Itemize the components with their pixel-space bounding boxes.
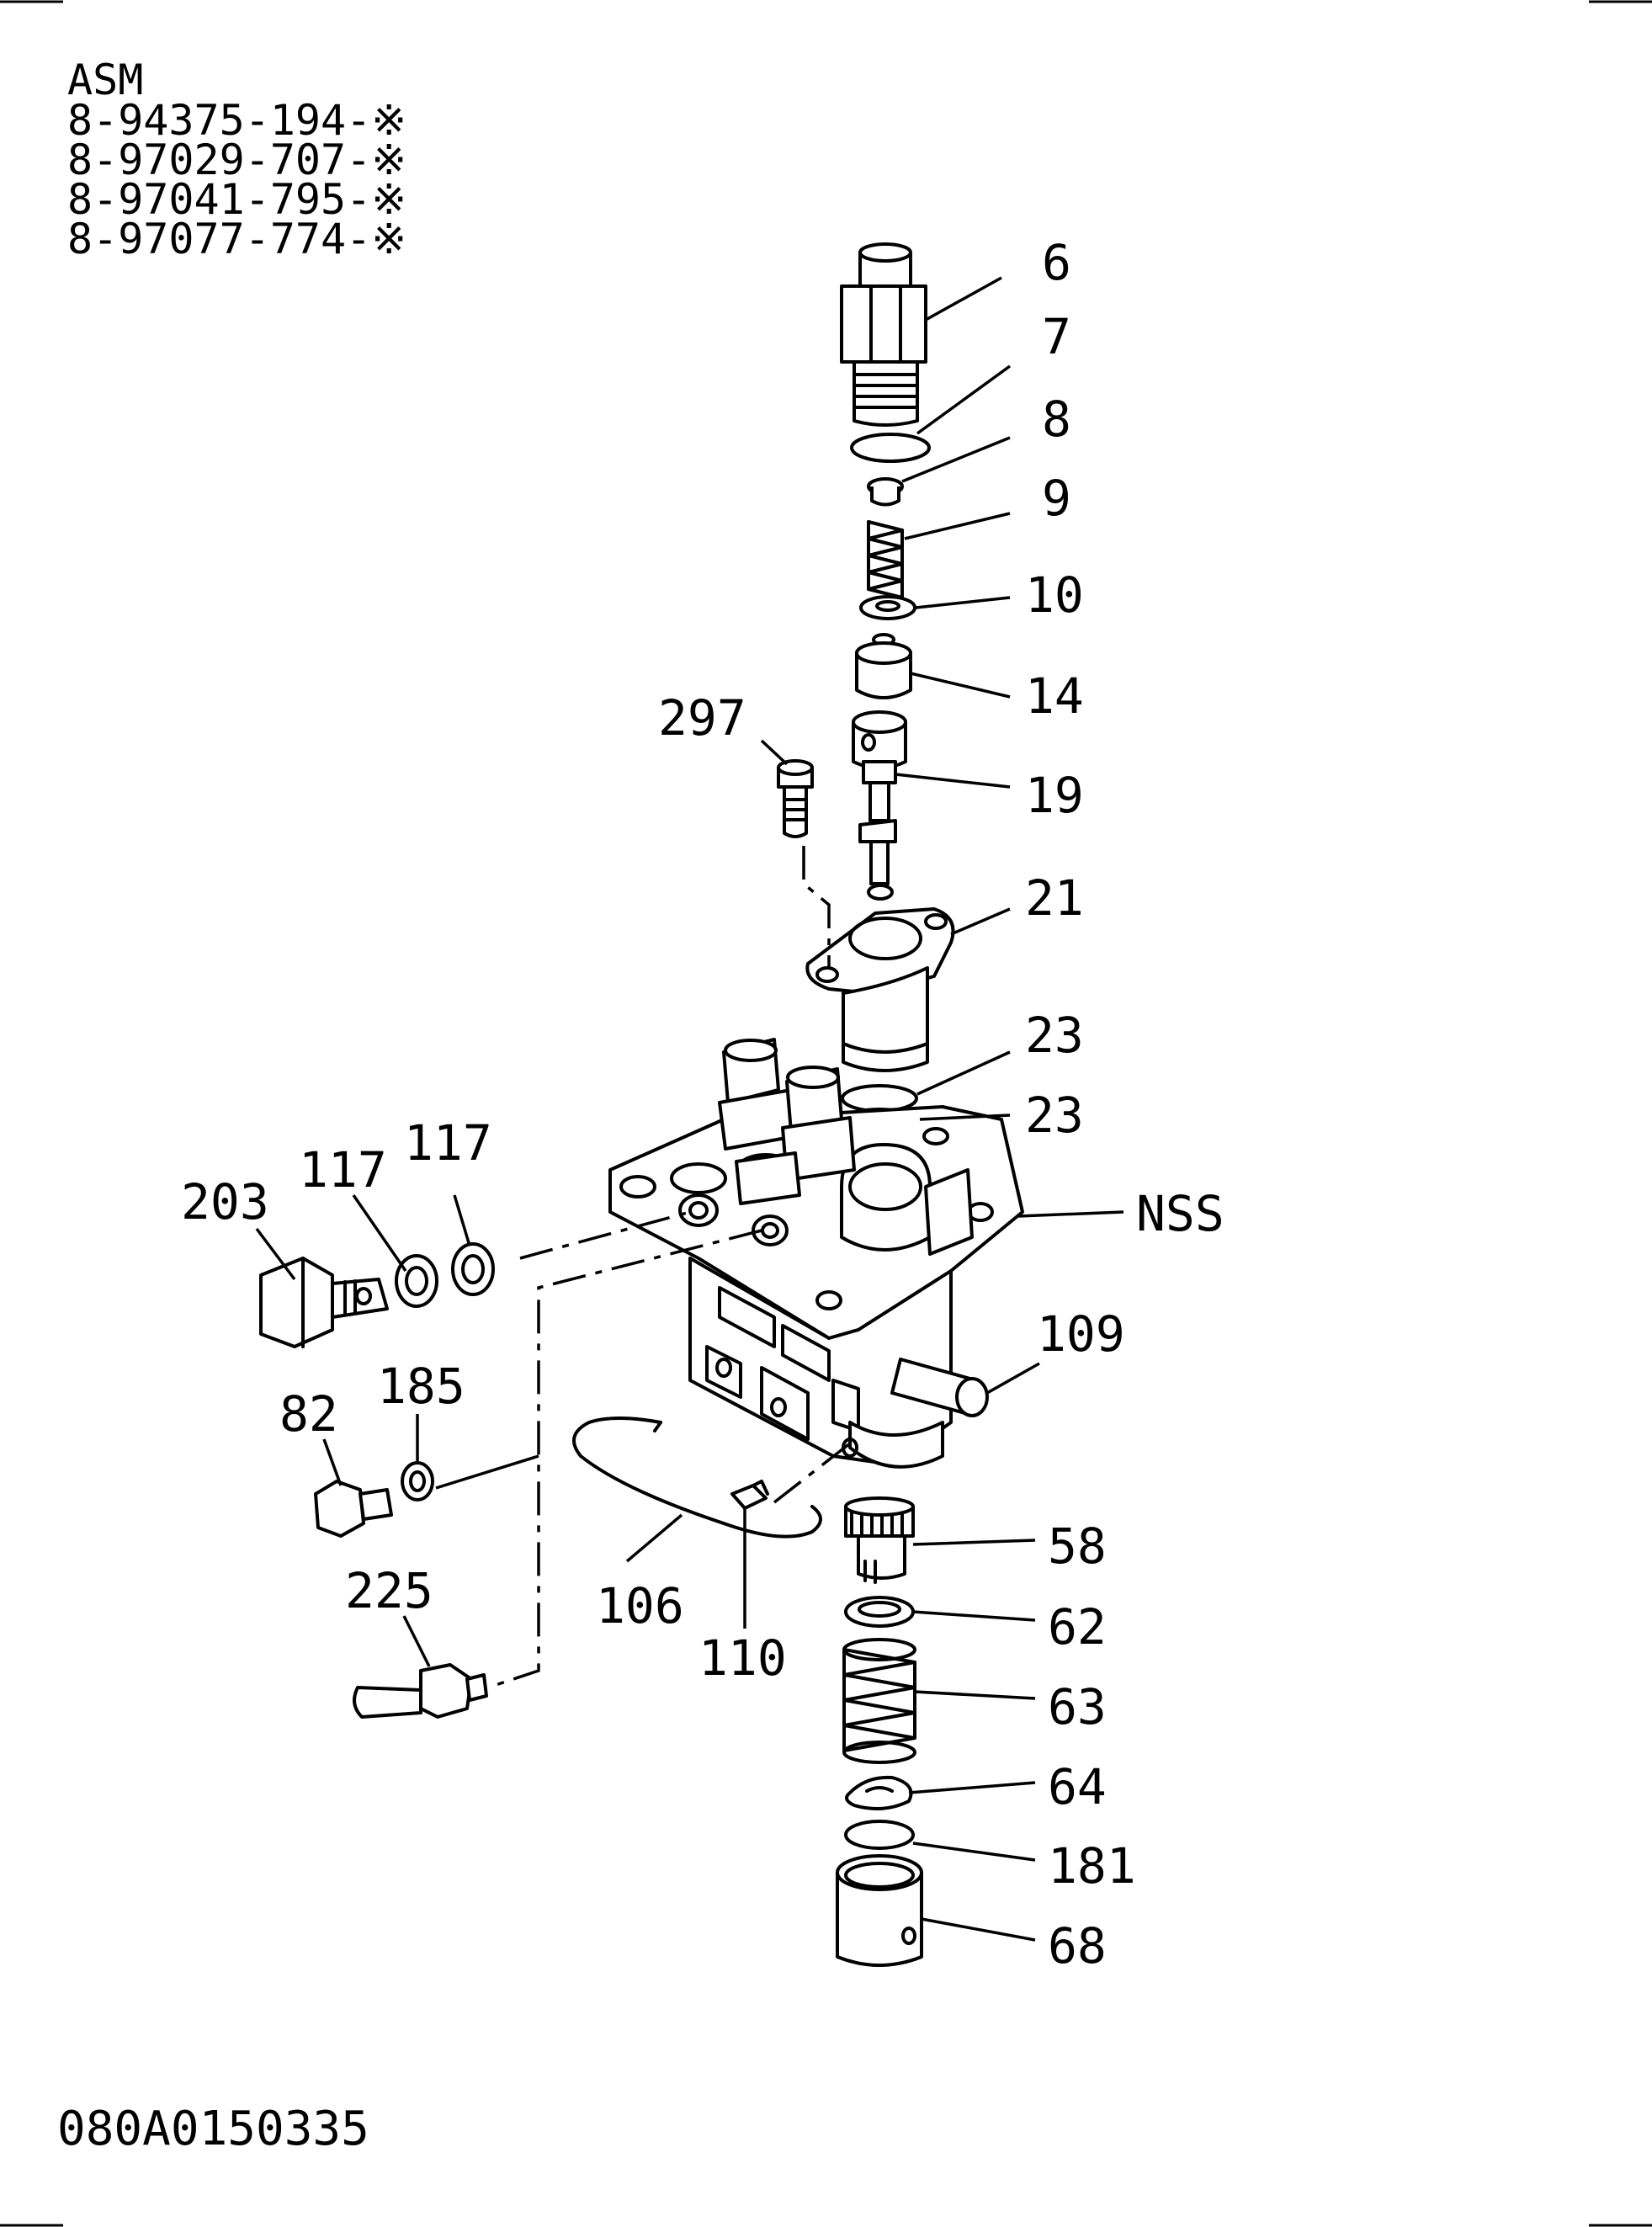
- callout-23-lower: 23: [1025, 1087, 1084, 1144]
- assembly-centre-lines: [487, 846, 852, 1689]
- callout-14: 14: [1025, 667, 1084, 725]
- callout-labels: 6 7 8 9 10 14 19 21 23 23 NSS 109 58 62 …: [181, 234, 1224, 1975]
- assembly-part-number-2: 8-97029-707-※: [67, 136, 406, 184]
- callout-9: 9: [1042, 470, 1071, 527]
- callout-109: 109: [1037, 1305, 1125, 1363]
- callout-62: 62: [1048, 1598, 1107, 1656]
- part-62-upper-seat: [844, 1596, 915, 1628]
- part-9-spring: [867, 520, 904, 599]
- part-14-delivery-valve: [855, 633, 912, 699]
- callout-21: 21: [1025, 869, 1084, 927]
- callout-63: 63: [1048, 1678, 1107, 1735]
- assembly-part-number-1: 8-94375-194-※: [67, 96, 406, 145]
- pump-housing-nss: [608, 1038, 1024, 1469]
- callout-58: 58: [1048, 1517, 1107, 1575]
- part-225-bolt: [353, 1663, 488, 1719]
- assembly-label: ASM: [67, 56, 143, 104]
- part-106-clip: [572, 1416, 822, 1539]
- callout-7: 7: [1042, 308, 1071, 365]
- callout-10: 10: [1025, 566, 1084, 624]
- part-110-screw: [730, 1480, 769, 1510]
- callout-106: 106: [596, 1577, 684, 1634]
- callout-297: 297: [658, 689, 746, 747]
- part-58-control-sleeve: [844, 1496, 915, 1584]
- part-82-bolt: [314, 1480, 393, 1538]
- callout-19: 19: [1025, 767, 1084, 824]
- callout-23-upper: 23: [1025, 1007, 1084, 1064]
- part-6-delivery-holder: [840, 242, 927, 427]
- callout-6: 6: [1042, 234, 1071, 291]
- part-68-tappet: [836, 1854, 923, 1967]
- callout-68: 68: [1048, 1917, 1107, 1975]
- part-185-washer: [401, 1461, 434, 1501]
- part-117-gaskets: [395, 1242, 495, 1308]
- callout-nss: NSS: [1136, 1185, 1224, 1242]
- part-181-shim: [844, 1820, 915, 1850]
- callout-203: 203: [181, 1173, 269, 1230]
- part-19-plunger-barrel: [852, 710, 907, 901]
- part-63-plunger-spring: [842, 1638, 916, 1764]
- assembly-part-number-4: 8-97077-774-※: [67, 215, 406, 263]
- part-297-bolt: [777, 759, 814, 838]
- callout-82: 82: [279, 1385, 338, 1443]
- callout-8: 8: [1042, 391, 1071, 448]
- part-21-flange-and-barrel: [805, 907, 955, 1072]
- leader-lines: [255, 276, 1124, 1942]
- part-203-eye-bolt: [259, 1257, 389, 1348]
- callout-181: 181: [1048, 1837, 1136, 1895]
- callout-225: 225: [345, 1562, 433, 1619]
- callout-185: 185: [377, 1358, 465, 1415]
- callout-64: 64: [1048, 1758, 1107, 1815]
- callout-110: 110: [699, 1629, 787, 1687]
- part-7-o-ring: [850, 433, 931, 463]
- assembly-header: ASM 8-94375-194-※ 8-97029-707-※ 8-97041-…: [67, 56, 406, 263]
- callout-117-right: 117: [404, 1114, 492, 1172]
- assembly-part-number-3: 8-97041-795-※: [67, 175, 406, 224]
- part-8-valve-stopper: [867, 477, 904, 507]
- drawing-code: 080A0150335: [57, 2102, 369, 2156]
- part-10-washer: [859, 595, 916, 620]
- part-64-lower-seat: [845, 1775, 913, 1810]
- callout-117-left: 117: [299, 1141, 387, 1199]
